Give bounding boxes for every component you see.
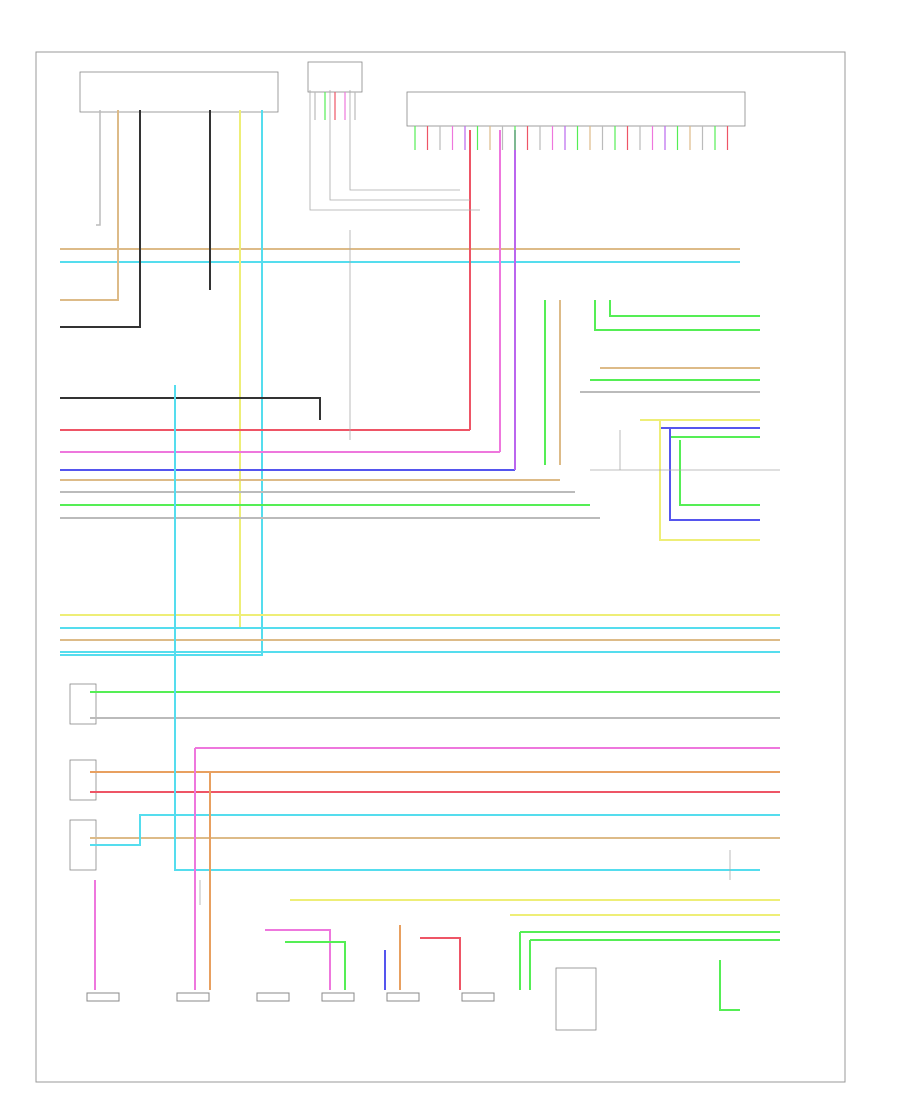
wire-green-bot3 <box>285 941 346 990</box>
wire-yellow-a <box>60 110 241 629</box>
connector-block-top <box>307 61 363 93</box>
speaker-2 <box>176 992 210 1002</box>
diagram-frame <box>35 51 846 1083</box>
bottom-components <box>86 992 495 1002</box>
wire-green-r5 <box>679 440 760 506</box>
wire-cyan-spk <box>90 814 780 846</box>
undefined <box>349 90 460 191</box>
wire-yellow-r <box>659 420 760 541</box>
speaker-1 <box>86 992 120 1002</box>
speaker-right-box <box>69 759 97 801</box>
speaker-left-rear-box <box>69 683 97 725</box>
module-bottom-center <box>555 967 597 1031</box>
undefined <box>329 90 470 201</box>
wire-green-br <box>719 960 740 1011</box>
speaker-4 <box>321 992 355 1002</box>
speaker-6 <box>461 992 495 1002</box>
wire-green-r2 <box>594 300 760 331</box>
control-unit-top-right <box>406 91 746 127</box>
junction-box-top-left <box>79 71 279 113</box>
wire-red-bot <box>420 937 461 990</box>
speaker-3 <box>256 992 290 1002</box>
undefined <box>309 90 480 211</box>
speaker-5 <box>386 992 420 1002</box>
vertical-wires <box>94 300 760 1011</box>
wire-pink-bot <box>265 929 331 990</box>
thin-wires <box>199 90 780 905</box>
connector-pins <box>314 92 729 150</box>
component-boxes <box>69 61 746 1031</box>
wire-black-a <box>60 110 141 328</box>
wire-cyan-long <box>174 385 760 871</box>
horizontal-wires <box>60 110 780 990</box>
wire-gray-a <box>96 110 101 226</box>
wire-green-r3 <box>609 300 760 317</box>
wire-tan-a <box>60 110 119 301</box>
wire-cyan-a <box>60 110 263 656</box>
wire-blue-r <box>669 428 760 521</box>
wire-black-main <box>60 397 321 420</box>
